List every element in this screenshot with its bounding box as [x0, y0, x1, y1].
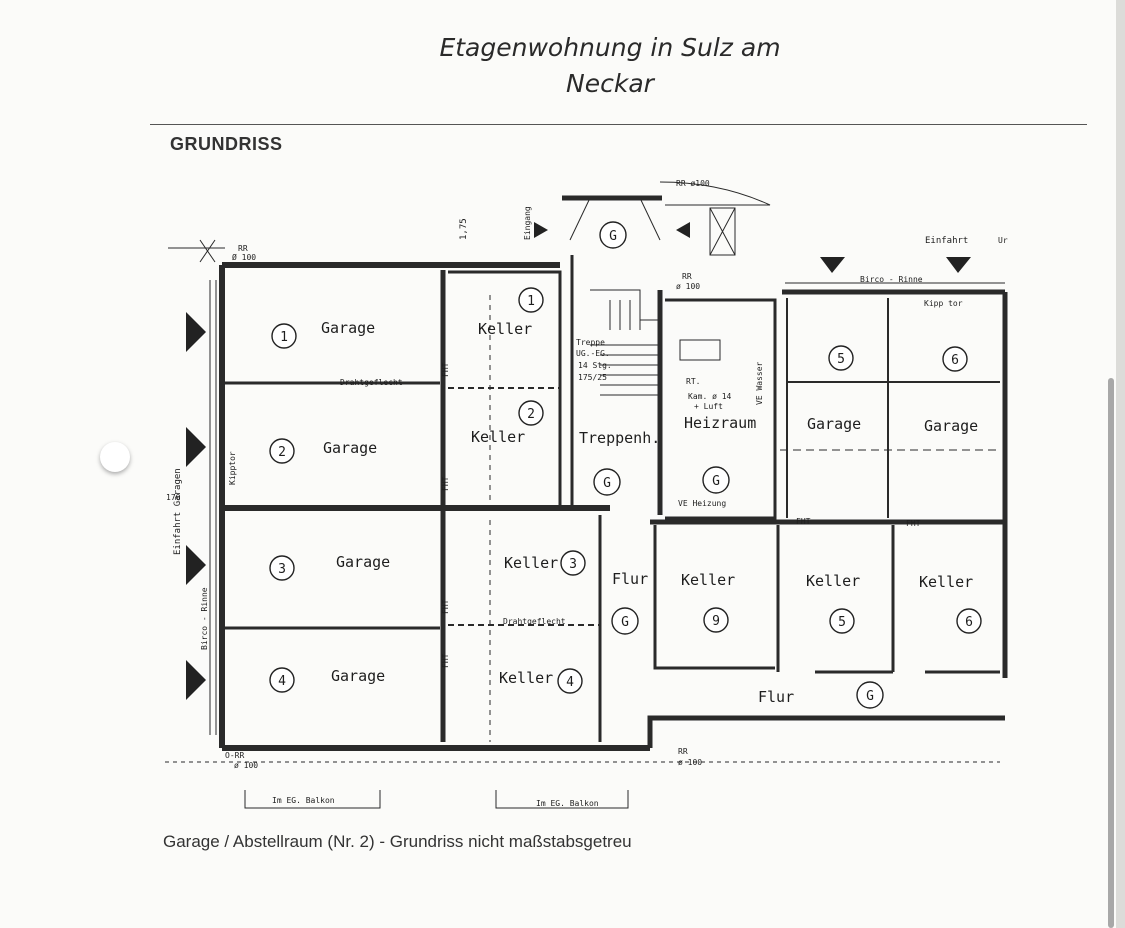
- treppe-label-3: 14 Stg.: [578, 361, 612, 370]
- title-line-1: Etagenwohnung in Sulz am: [439, 33, 781, 62]
- title-rule: [150, 124, 1087, 125]
- keller-label-6: Keller: [919, 573, 973, 591]
- flur-label-lower: Flur: [758, 688, 794, 706]
- g-marker-stair: G: [603, 476, 611, 491]
- kamin-label-1: Kam. ø 14: [688, 392, 732, 401]
- drahtgeflecht-label-2: Drahtgeflecht: [503, 617, 566, 626]
- g-marker-flur: G: [621, 615, 629, 630]
- keller-label-3: Keller: [504, 554, 558, 572]
- g-marker-heizraum: G: [712, 474, 720, 489]
- fht-label-1: FHT: [441, 362, 450, 377]
- document-title: Etagenwohnung in Sulz am Neckar: [380, 30, 840, 102]
- rr-center-value: ø 100: [676, 282, 700, 291]
- keller-number-9: 9: [712, 614, 720, 629]
- keller-number-4: 4: [566, 675, 574, 690]
- garage-number-6: 6: [951, 353, 959, 368]
- balkon-label-2: Im EG. Balkon: [536, 799, 599, 808]
- birco-rinne-left-label: Birco - Rinne: [200, 587, 209, 650]
- kipptor-top-label: Kipp tor: [924, 299, 963, 308]
- rt-label: RT.: [686, 377, 700, 386]
- keller-label-1: Keller: [478, 320, 532, 338]
- kipptor-left-label: Kipptor: [228, 451, 237, 485]
- treppe-label-1: Treppe: [576, 338, 605, 347]
- keller-label-9: Keller: [681, 571, 735, 589]
- fht-label-3: FHT: [441, 599, 450, 614]
- garage-number-5: 5: [837, 352, 845, 367]
- kamin-label-2: + Luft: [694, 402, 723, 411]
- title-line-2: Neckar: [566, 69, 654, 98]
- plan-caption: Garage / Abstellraum (Nr. 2) - Grundriss…: [163, 832, 632, 851]
- flur-label-upper: Flur: [612, 570, 648, 588]
- g-marker-flur-lower: G: [866, 689, 874, 704]
- page-edge: [1116, 0, 1125, 928]
- fht-label-4: FHT: [441, 653, 450, 668]
- rr-left-top-value: Ø 100: [232, 252, 256, 262]
- section-heading: GRUNDRISS: [170, 134, 283, 154]
- garage-label-5: Garage: [807, 415, 861, 433]
- einfahrt-value: 170: [166, 493, 181, 502]
- einfahrt-right-suffix: Ur: [998, 236, 1008, 245]
- drahtgeflecht-label-1: Drahtgeflecht: [340, 378, 403, 387]
- rr-bottom-left-label: O-RR: [225, 751, 244, 760]
- rr-center-label: RR: [682, 272, 692, 281]
- keller-label-2: Keller: [471, 428, 525, 446]
- keller-number-5: 5: [838, 615, 846, 630]
- keller-label-5: Keller: [806, 572, 860, 590]
- balkon-label-1: Im EG. Balkon: [272, 796, 335, 805]
- rr-bottom-left-value: ø 100: [234, 761, 258, 770]
- fht-label-6: FHT: [906, 519, 921, 528]
- rr-bottom-value: ø 100: [678, 758, 702, 767]
- garage-label-4: Garage: [331, 667, 385, 685]
- einfahrt-garagen-label: Einfahrt Garagen: [173, 468, 183, 555]
- rr-left-top-label: RR: [238, 244, 248, 253]
- treppenhaus-label: Treppenh.: [579, 429, 660, 447]
- birco-rinne-top-label: Birco - Rinne: [860, 275, 923, 284]
- g-marker-entrance: G: [609, 229, 617, 244]
- scrollbar[interactable]: [1108, 378, 1114, 928]
- garage-label-3: Garage: [336, 553, 390, 571]
- rr-bottom-label: RR: [678, 747, 688, 756]
- ve-wasser-label: VE Wasser: [755, 361, 764, 405]
- eingang-label: Eingang: [523, 206, 532, 240]
- garage-label-2: Garage: [323, 439, 377, 457]
- rr-top-label: RR ø100: [676, 179, 710, 188]
- garage-label-1: Garage: [321, 319, 375, 337]
- fht-label-5: FHT: [796, 517, 811, 526]
- garage-number-3: 3: [278, 562, 286, 577]
- garage-number-2: 2: [278, 445, 286, 460]
- treppe-label-4: 175/25: [578, 373, 607, 382]
- fht-label-2: FHT: [441, 476, 450, 491]
- garage-number-1: 1: [280, 330, 288, 345]
- keller-number-1: 1: [527, 294, 535, 309]
- dim-175-label: 1,75: [459, 218, 469, 240]
- heizraum-label: Heizraum: [684, 414, 756, 432]
- garage-label-6: Garage: [924, 417, 978, 435]
- punch-hole: [100, 442, 130, 472]
- keller-number-6: 6: [965, 615, 973, 630]
- treppe-label-2: UG.-EG.: [576, 349, 610, 358]
- garage-number-4: 4: [278, 674, 286, 689]
- keller-number-3: 3: [569, 557, 577, 572]
- keller-number-2: 2: [527, 407, 535, 422]
- keller-label-4: Keller: [499, 669, 553, 687]
- ve-heizung-label: VE Heizung: [678, 499, 726, 508]
- einfahrt-right-label: Einfahrt: [925, 236, 968, 246]
